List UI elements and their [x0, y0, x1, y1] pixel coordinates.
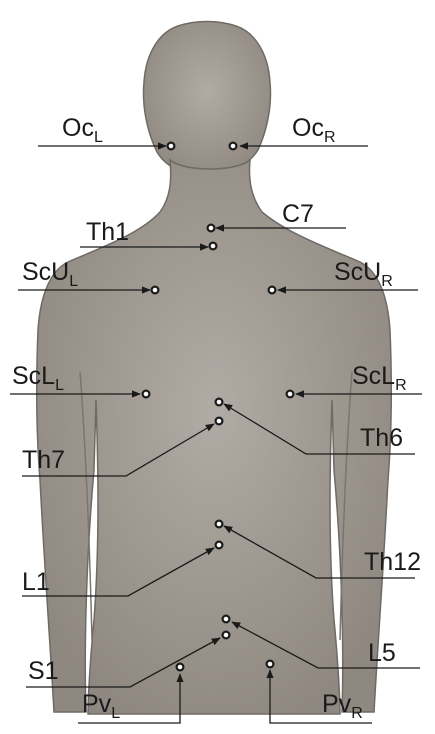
label-ocl: OcL — [62, 114, 103, 146]
marker-sclr — [287, 391, 294, 398]
head — [144, 22, 271, 177]
marker-th6 — [216, 399, 223, 406]
label-ocr: OcR — [292, 114, 336, 146]
marker-ocl — [168, 143, 175, 150]
label-c7: C7 — [282, 200, 314, 228]
label-th1: Th1 — [86, 218, 129, 246]
marker-scul — [152, 287, 159, 294]
label-th7: Th7 — [22, 446, 65, 474]
label-th12: Th12 — [364, 548, 421, 576]
marker-l5 — [223, 616, 230, 623]
label-th6: Th6 — [360, 424, 403, 452]
label-scur: ScUR — [334, 258, 393, 290]
marker-ocr — [230, 143, 237, 150]
label-l1: L1 — [22, 568, 50, 596]
marker-scll — [143, 391, 150, 398]
marker-th7 — [216, 418, 223, 425]
marker-c7 — [208, 225, 215, 232]
marker-pvr — [267, 661, 274, 668]
marker-l1 — [216, 542, 223, 549]
label-l5: L5 — [368, 639, 396, 667]
label-sclr: ScLR — [352, 362, 407, 394]
marker-pvl — [177, 664, 184, 671]
marker-th1 — [210, 243, 217, 250]
marker-s1 — [223, 632, 230, 639]
marker-th12 — [216, 521, 223, 528]
marker-scur — [269, 287, 276, 294]
label-s1: S1 — [28, 657, 59, 685]
